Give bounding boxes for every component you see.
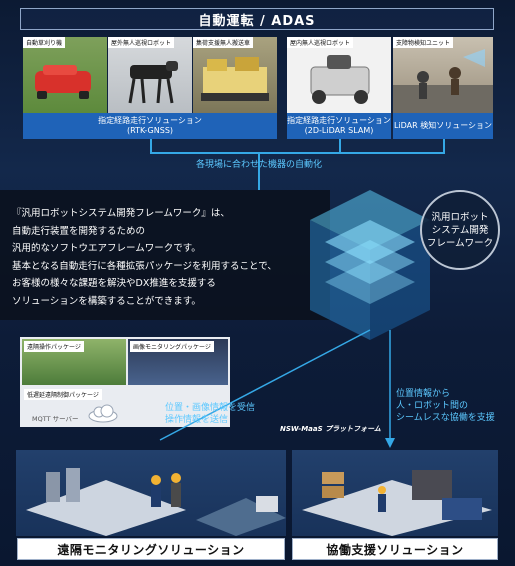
- detection-scene-illustration: [393, 49, 493, 113]
- intro-line: お客様の様々な課題を解決やDX推進を支援する: [12, 278, 216, 289]
- intro-text: 『汎用ロボットシステム開発フレームワーク』は、 自動走行装置を開発するための 汎…: [12, 205, 312, 310]
- solution-line2: (2D-LiDAR SLAM): [304, 126, 374, 135]
- intro-line: 汎用的なソフトウエアフレームワークです。: [12, 243, 201, 254]
- intro-panel: [0, 190, 330, 320]
- platform-logo: NSW-MaaS プラットフォーム: [280, 425, 381, 433]
- solution-line2: (RTK-GNSS): [126, 126, 174, 135]
- package-label: 遠隔操作パッケージ: [24, 341, 84, 352]
- badge-line: フレームワーク: [426, 237, 494, 249]
- collaboration-support-solution-bar: 協働支援ソリューション: [292, 538, 498, 560]
- solution-line1: 指定経路走行ソリューション: [98, 116, 202, 125]
- data-flow-arrows: [159, 329, 395, 448]
- photo-auto-mower: 自動草刈り機: [23, 37, 107, 113]
- connector-line: [150, 152, 445, 154]
- badge-line: システム開発: [431, 224, 489, 236]
- bar-label: 協働支援ソリューション: [326, 542, 464, 557]
- collaboration-scene: [292, 450, 498, 536]
- intro-line: 自動走行装置を開発するための: [12, 225, 146, 237]
- left-caption: 位置・画像情報を受信 操作情報を送信: [165, 402, 255, 426]
- photo-label: 集荷支援無人搬送車: [193, 37, 254, 48]
- bar-label: 遠隔モニタリングソリューション: [57, 542, 245, 557]
- photo-label: 自動草刈り機: [23, 37, 66, 48]
- caption-line: 人・ロボット間の: [396, 401, 469, 411]
- photo-harvest-agv: 集荷支援無人搬送車: [193, 37, 277, 113]
- photo-label: 支障物検知ユニット: [393, 37, 454, 48]
- factory-scene-illustration: [26, 468, 286, 536]
- solution-rtk-gnss: 指定経路走行ソリューション (RTK-GNSS): [23, 113, 277, 139]
- monitoring-scene: [16, 450, 286, 536]
- photo-indoor-patrol-robot: 屋内無人巡視ロボット: [287, 37, 391, 113]
- cloud-icon: [88, 404, 118, 423]
- photo-label: 屋内無人巡視ロボット: [287, 37, 354, 48]
- connector-line: [150, 139, 152, 153]
- photo-label: 屋外無人巡視ロボット: [108, 37, 175, 48]
- solution-lidar-detection: LiDAR 検知ソリューション: [393, 113, 493, 139]
- framework-cube-illustration: [310, 190, 430, 340]
- package-label: 低遅延遠隔制御パッケージ: [24, 389, 102, 400]
- connector-line: [258, 152, 260, 190]
- remote-monitoring-solution-bar: 遠隔モニタリングソリューション: [17, 538, 285, 560]
- banner-title: 自動運転 / ADAS: [198, 13, 316, 29]
- intro-line: ソリューションを構築することができます。: [12, 295, 201, 307]
- caption-line: シームレスな協働を支援: [396, 413, 495, 423]
- badge-line: 汎用ロボット: [431, 211, 489, 223]
- package-panel: 遠隔操作パッケージ 画像モニタリングパッケージ 低遅延遠隔制御パッケージ MQT…: [20, 337, 230, 427]
- solution-line1: LiDAR 検知ソリューション: [393, 121, 493, 130]
- intro-line: 『汎用ロボットシステム開発フレームワーク』は、: [12, 208, 230, 219]
- agv-illustration: [201, 57, 269, 101]
- warehouse-scene-illustration: [302, 470, 492, 536]
- connector-line: [339, 139, 341, 153]
- right-caption: 位置情報から 人・ロボット間の シームレスな協働を支援: [396, 388, 495, 424]
- quadruped-robot-illustration: [128, 61, 178, 104]
- photo-outdoor-patrol-robot: 屋外無人巡視ロボット: [108, 37, 192, 113]
- solution-2d-lidar-slam: 指定経路走行ソリューション (2D-LiDAR SLAM): [287, 113, 391, 139]
- section-banner: 自動運転 / ADAS: [20, 8, 494, 30]
- connector-line: [443, 139, 445, 153]
- photo-obstacle-detection-unit: 支障物検知ユニット: [393, 37, 493, 113]
- caption-line: 位置・画像情報を受信: [165, 403, 256, 413]
- caption-line: 操作情報を送信: [165, 415, 229, 425]
- caption-line: 位置情報から: [396, 389, 451, 399]
- framework-badge: 汎用ロボット システム開発 フレームワーク: [420, 190, 500, 270]
- indoor-robot-illustration: [310, 55, 370, 104]
- package-label: 画像モニタリングパッケージ: [130, 341, 214, 352]
- mower-illustration: [35, 65, 91, 99]
- automation-caption: 各現場に合わせた機器の自動化: [196, 160, 323, 170]
- solution-line1: 指定経路走行ソリューション: [287, 116, 391, 125]
- intro-line: 基本となる自動走行に各種拡張パッケージを利用することで、: [12, 260, 277, 272]
- mqtt-server-label: MQTT サーバー: [32, 415, 79, 423]
